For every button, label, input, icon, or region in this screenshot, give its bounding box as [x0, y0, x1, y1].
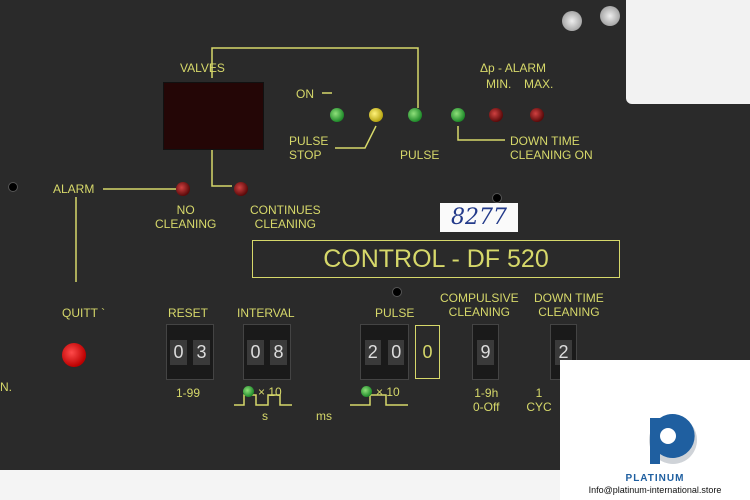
valves-label: VALVES	[180, 61, 225, 75]
led-pulse	[408, 108, 422, 122]
led-alarm-max	[530, 108, 544, 122]
screw-icon	[562, 11, 582, 31]
led-no-cleaning	[176, 182, 190, 196]
pulse-unit: ms	[316, 409, 332, 423]
hole	[492, 193, 502, 203]
on-label: ON	[296, 87, 314, 101]
alarm-label: ALARM	[53, 182, 95, 196]
compulsive-thumbwheel[interactable]: 9	[472, 324, 499, 380]
interval-multiplier: × 10	[258, 385, 282, 399]
interval-label: INTERVAL	[237, 306, 295, 320]
device-title: CONTROL - DF 520	[252, 240, 620, 278]
led-down-time	[451, 108, 465, 122]
hole	[392, 287, 402, 297]
led-on	[330, 108, 344, 122]
left-partial-label: N.	[0, 380, 12, 394]
led-pulse-stop	[369, 108, 383, 122]
quitt-label: QUITT `	[62, 306, 106, 320]
pulse-multiplier: × 10	[376, 385, 400, 399]
wiring-lines	[75, 47, 505, 406]
reset-label: RESET	[168, 306, 209, 320]
dp-alarm-label: Δp - ALARM	[480, 61, 547, 75]
quitt-button[interactable]	[62, 343, 86, 367]
pulse-led-label: PULSE	[400, 148, 440, 162]
watermark: PLATINUM Info@platinum-international.sto…	[560, 360, 750, 500]
reset-range: 1-99	[176, 386, 201, 400]
valve-display	[163, 82, 264, 150]
sticker-label: 8277	[440, 203, 518, 232]
watermark-brand: PLATINUM	[625, 473, 685, 484]
screw-icon	[600, 6, 620, 26]
min-label: MIN.	[486, 77, 512, 91]
led-pulse-x10	[361, 386, 372, 397]
hole	[8, 182, 18, 192]
panel-cutout	[626, 0, 750, 104]
interval-unit: s	[262, 409, 268, 423]
platinum-logo-icon	[649, 414, 697, 464]
pulse-label: PULSE	[375, 306, 415, 320]
led-alarm-min	[489, 108, 503, 122]
led-interval-x10	[243, 386, 254, 397]
led-continues-cleaning	[234, 182, 248, 196]
max-label: MAX.	[524, 77, 554, 91]
watermark-email: Info@platinum-international.store	[588, 485, 722, 495]
pulse-fixed-digit: 0	[415, 325, 440, 379]
